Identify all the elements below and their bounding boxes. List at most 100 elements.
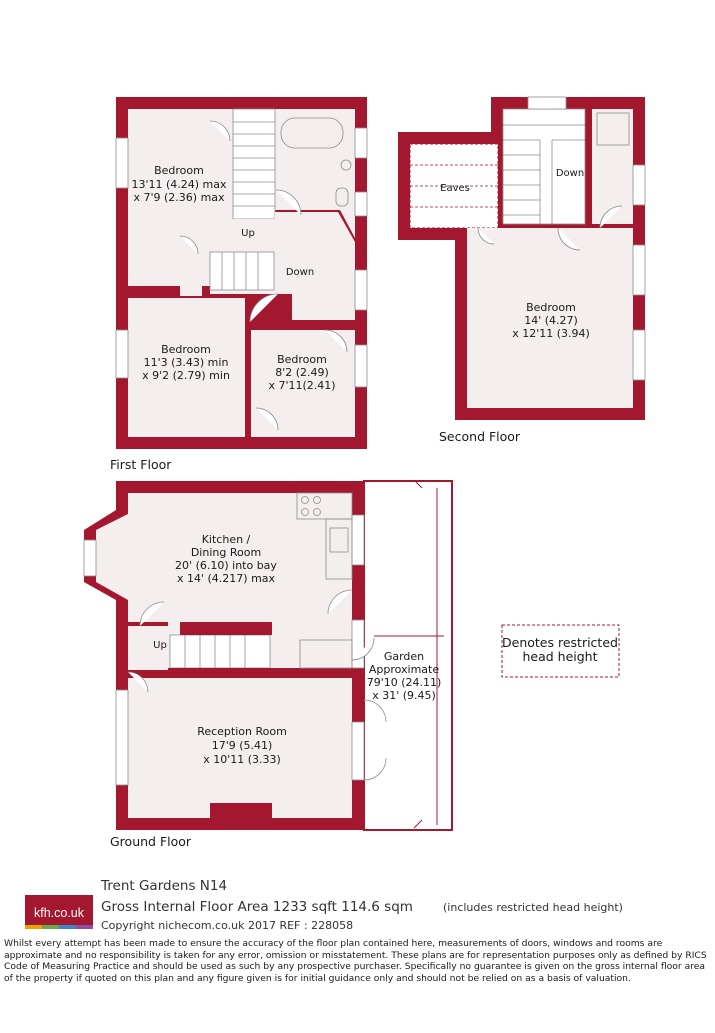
kitchen-name: Kitchen /: [202, 533, 251, 546]
second-floor-bedroom-dim-1: 14' (4.27): [524, 314, 578, 327]
kitchen-dim-3: x 14' (4.217) max: [177, 572, 276, 585]
second-floor-window-right-1: [632, 164, 646, 206]
second-floor-door-swing-1: [557, 227, 581, 251]
ground-floor-french-doors: [351, 721, 365, 781]
ground-floor-door-swing-4: [363, 699, 387, 723]
hob-icon: [301, 496, 309, 504]
logo-stripe-4: [76, 925, 93, 929]
second-floor-stair-treads: [503, 124, 585, 224]
reception-floor: [128, 678, 352, 818]
ground-floor-door-swing-2: [127, 671, 149, 693]
restricted-height-legend: Denotes restricted head height: [501, 624, 620, 678]
first-floor-door-swing-1: [275, 189, 302, 216]
first-floor-bedroom-1-dim-2: x 7'9 (2.36) max: [133, 191, 225, 204]
first-floor-lower-stairs: [209, 251, 275, 291]
ground-floor-door-swing-5: [363, 757, 387, 781]
property-title: Trent Gardens N14: [100, 878, 227, 894]
garden-dimension-arrows: [374, 479, 444, 829]
reception-dim-2: x 10'11 (3.33): [203, 753, 281, 766]
ground-floor-divider-wall: [180, 622, 272, 635]
first-floor-stair-treads: [221, 121, 275, 290]
kitchen-worktop-side: [325, 518, 353, 580]
logo-stripe-3: [59, 925, 76, 929]
second-floor-window-right-3: [632, 329, 646, 381]
first-floor-label: First Floor: [110, 457, 172, 472]
first-floor-bedroom-1-name: Bedroom: [154, 164, 204, 177]
first-floor-bedroom-3-dim-1: 8'2 (2.49): [275, 366, 329, 379]
legend-line-1: Denotes restricted: [502, 635, 618, 650]
logo-stripe-1: [25, 925, 42, 929]
legend-line-2: head height: [522, 649, 597, 664]
hob-icon-3: [301, 508, 309, 516]
second-floor-door-swing-2: [599, 205, 623, 229]
logo-stripe-2: [42, 925, 59, 929]
first-floor-bedroom-2-dim-2: x 9'2 (2.79) min: [142, 369, 230, 382]
first-floor-bedroom-2-floor: [128, 298, 245, 437]
reception-name: Reception Room: [197, 725, 287, 738]
first-floor-window-left-1: [115, 137, 129, 189]
kitchen-fridge: [299, 639, 353, 669]
bay-window-1: [83, 539, 97, 577]
second-floor-bedroom-dim-2: x 12'11 (3.94): [512, 327, 590, 340]
toilet-icon: [335, 187, 349, 207]
second-floor-stairs: [502, 108, 586, 225]
second-floor-window-right-2: [632, 244, 646, 296]
second-floor-eaves-area: [409, 143, 499, 229]
disclaimer: Whilst every attempt has been made to en…: [4, 938, 707, 984]
ground-floor-door-swing-1: [139, 601, 165, 627]
ground-floor-window-left-1: [115, 689, 129, 786]
first-floor-door-swing-6: [179, 235, 199, 255]
first-floor-window-right-4: [354, 344, 368, 388]
second-floor-plan: Eaves Down Bedroom 14' (4.27) x 12'11 (3…: [398, 96, 646, 444]
ground-floor-mid-wall: [168, 668, 352, 678]
second-floor-label: Second Floor: [439, 429, 521, 444]
first-floor-down-label: Down: [286, 267, 314, 278]
first-floor-window-right-1: [354, 127, 368, 159]
logo-text: kfh.co.uk: [34, 906, 85, 920]
basin-icon: [340, 159, 352, 171]
second-floor-door-swing-3: [477, 227, 495, 245]
second-floor-shower-room: [592, 109, 633, 224]
second-floor-bedroom-name: Bedroom: [526, 301, 576, 314]
kitchen-dim-1: Dining Room: [191, 546, 261, 559]
kitchen-worktop-top: [296, 492, 353, 520]
second-floor-bedroom-floor: [467, 228, 633, 408]
ground-floor-plan: Kitchen / Dining Room 20' (6.10) into ba…: [83, 479, 453, 849]
ground-floor-stair-treads: [184, 635, 246, 668]
second-floor-down-label: Down: [556, 168, 584, 179]
legend-swatch: [501, 624, 620, 678]
ground-floor-door-swing-6: [351, 637, 375, 661]
reception-dim-1: 17'9 (5.41): [212, 739, 273, 752]
first-floor-stairs: [232, 108, 276, 220]
first-floor-window-right-3: [354, 269, 368, 311]
ground-floor-front-bottom-bar: [210, 803, 272, 818]
first-floor-bedroom-3-name: Bedroom: [277, 353, 327, 366]
first-floor-up-label: Up: [241, 228, 255, 239]
first-floor-bedroom-3-dim-2: x 7'11(2.41): [268, 379, 335, 392]
gross-area: Gross Internal Floor Area 1233 sqft 114.…: [101, 899, 413, 915]
shower-tray-icon: [596, 112, 630, 146]
ground-floor-label: Ground Floor: [110, 834, 192, 849]
kitchen-dim-2: 20' (6.10) into bay: [175, 559, 277, 572]
ground-floor-up-label: Up: [153, 640, 167, 651]
footer: kfh.co.uk Trent Gardens N14 Gross Intern…: [25, 878, 623, 932]
ground-floor-hall-floor: [128, 626, 168, 670]
garden-dim-2: 79'10 (24.11): [367, 676, 442, 689]
garden-name: Garden: [384, 650, 424, 663]
first-floor-door-swing-4: [255, 407, 279, 431]
first-floor-bedroom-2-dim-1: 11'3 (3.43) min: [144, 356, 229, 369]
second-floor-window-top: [527, 96, 567, 110]
hob-icon-4: [313, 508, 321, 516]
first-floor-bedroom-1-dim-1: 13'11 (4.24) max: [131, 178, 227, 191]
first-floor-window-left-2: [115, 329, 129, 379]
logo-box: [25, 895, 93, 929]
garden-dim-1: Approximate: [369, 663, 439, 676]
sink-icon: [329, 527, 349, 553]
first-floor-landing-floor: [196, 212, 355, 320]
ground-floor-side-door: [351, 619, 365, 669]
first-floor-door-swing-5: [209, 120, 231, 142]
ground-floor-window-right-1: [351, 514, 365, 566]
first-floor-window-right-2: [354, 191, 368, 217]
second-floor-eaves-label: Eaves: [440, 183, 470, 194]
